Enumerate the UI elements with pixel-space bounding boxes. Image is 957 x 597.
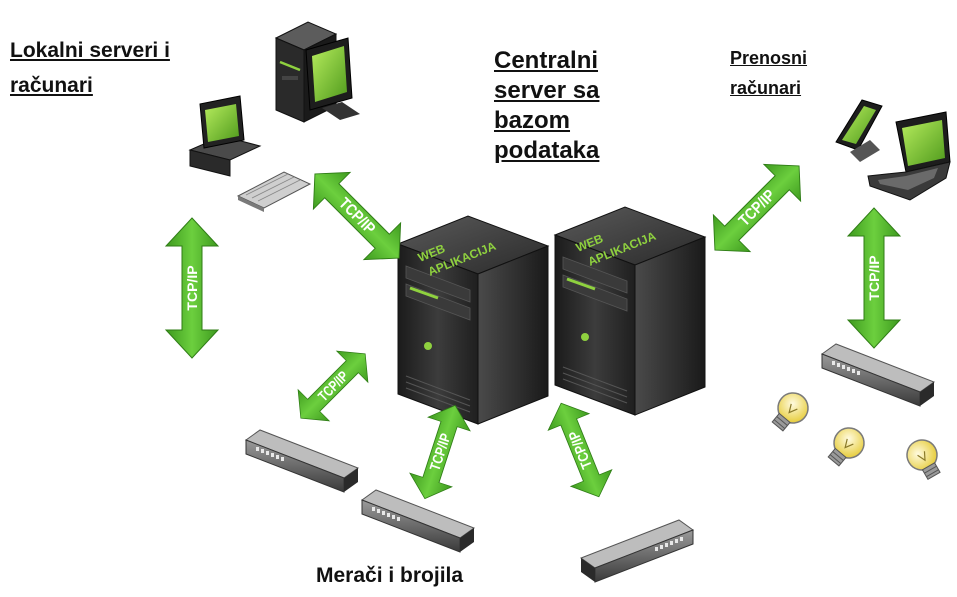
meter-device-1	[245, 429, 359, 493]
bulb-icon	[900, 433, 948, 485]
meters-label: Merači i brojila	[316, 564, 464, 587]
portable-computers-label: Prenosni računari	[730, 49, 807, 109]
tablet-icon	[835, 99, 883, 162]
laptop-icon	[867, 111, 951, 201]
meter-device-right	[821, 343, 935, 407]
central-server-right: WEB APLIKACIJA	[553, 205, 707, 417]
portable-computers-label-line2: računari	[730, 78, 802, 98]
tcpip-label: TCP/IP	[184, 265, 200, 310]
monitor-back	[305, 37, 360, 120]
local-computers-group	[188, 20, 360, 212]
central-server-label-line3: bazom	[494, 107, 571, 134]
central-server-left: WEB APLIKACIJA	[396, 214, 550, 426]
local-servers-label: Lokalni serveri i računari	[10, 40, 170, 110]
keyboard-icon	[236, 171, 312, 212]
meter-device-3	[580, 519, 694, 583]
tcpip-label: TCP/IP	[565, 429, 595, 472]
central-server-label-line2: server sa	[494, 77, 600, 104]
arrow-server-portable: TCP/IP	[696, 147, 818, 269]
tcpip-label: TCP/IP	[426, 431, 453, 473]
bulb-icon	[821, 421, 871, 472]
central-server-label-line1: Centralni	[494, 47, 599, 74]
portable-computers-group	[835, 99, 951, 201]
local-servers-label-line2: računari	[10, 74, 93, 97]
monitor-front	[188, 95, 262, 177]
bulb-icon	[765, 386, 815, 437]
arrow-left-vertical: TCP/IP	[165, 217, 219, 359]
central-server-label-line4: podataka	[494, 137, 600, 164]
arrow-local-server: TCP/IP	[296, 155, 418, 277]
arrow-server-meter-1: TCP/IP	[284, 337, 382, 435]
central-server-label: Centralni server sa bazom podataka	[494, 49, 599, 169]
meter-device-2	[361, 489, 475, 553]
portable-computers-label-line1: Prenosni	[730, 48, 808, 68]
arrow-right-vertical: TCP/IP	[847, 207, 901, 349]
tcpip-label: TCP/IP	[866, 255, 882, 300]
arrow-server-meter-3: TCP/IP	[540, 394, 620, 506]
local-servers-label-line1: Lokalni serveri i	[10, 39, 170, 62]
